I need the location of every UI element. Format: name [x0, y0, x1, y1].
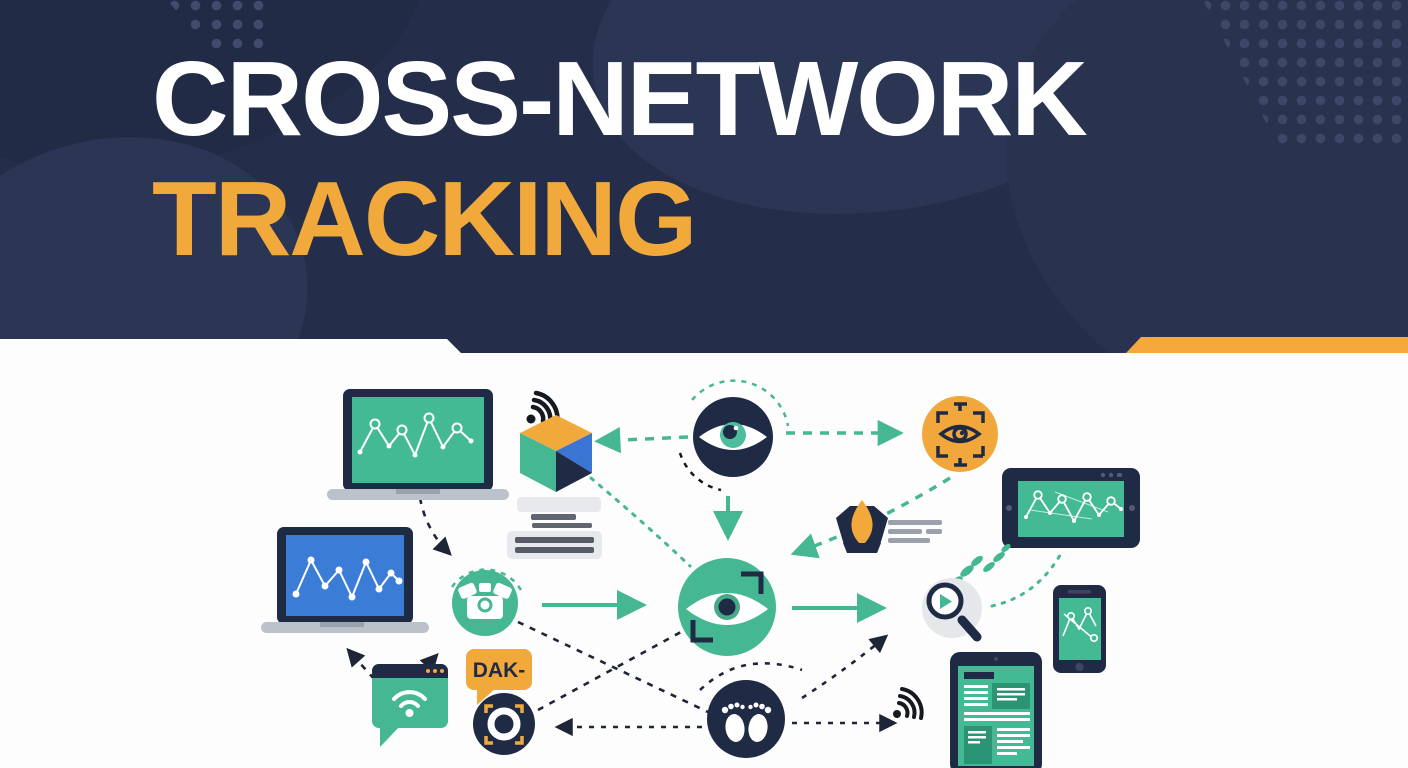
magnifier-growth	[922, 543, 1011, 642]
arrow-eye-to-cube	[594, 427, 689, 454]
page-title: CROSS-NETWORK TRACKING	[152, 40, 1088, 280]
arc-bag-teal	[450, 568, 525, 595]
laptop-line-chart-blue	[261, 527, 429, 633]
line-cube-to-center	[572, 462, 692, 568]
wifi-icon-2	[893, 687, 924, 720]
line-magnifier-to-tablet	[990, 548, 1065, 608]
arrow-laptop-to-bag	[418, 497, 452, 556]
footprints-circle	[707, 680, 785, 758]
header-banner: CROSS-NETWORK TRACKING	[0, 0, 1408, 353]
data-bag-circle	[452, 570, 518, 636]
header-accent-bar	[1126, 337, 1408, 353]
line-scan-to-center	[537, 624, 693, 712]
dak-label: DAK-	[473, 659, 526, 682]
wifi-browser-bubble	[372, 664, 448, 747]
redacted-text-lines	[888, 520, 942, 543]
central-eye-tracker	[678, 558, 776, 656]
tracking-cube-icon	[520, 415, 592, 492]
tablet-line-chart	[1002, 468, 1140, 548]
tablet-document	[950, 652, 1042, 768]
line-bag-to-footprints	[517, 620, 709, 714]
redacted-text-block	[507, 497, 602, 559]
title-line-1: CROSS-NETWORK	[152, 40, 1088, 158]
header-step-notch	[0, 339, 462, 353]
dak-speech-bubble: DAK-	[466, 649, 532, 705]
pen-nib-badge	[836, 500, 888, 553]
smartphone-line-chart	[1053, 585, 1106, 673]
arc-over-footprints	[699, 662, 803, 691]
eye-watch-circle	[693, 397, 773, 477]
title-line-2: TRACKING	[152, 159, 697, 278]
arrow-footprints-up-right	[801, 634, 889, 700]
focus-scan-circle	[473, 693, 535, 755]
face-scan-circle	[922, 396, 998, 472]
connector-arrows	[346, 379, 1065, 737]
laptop-line-chart	[327, 389, 509, 500]
